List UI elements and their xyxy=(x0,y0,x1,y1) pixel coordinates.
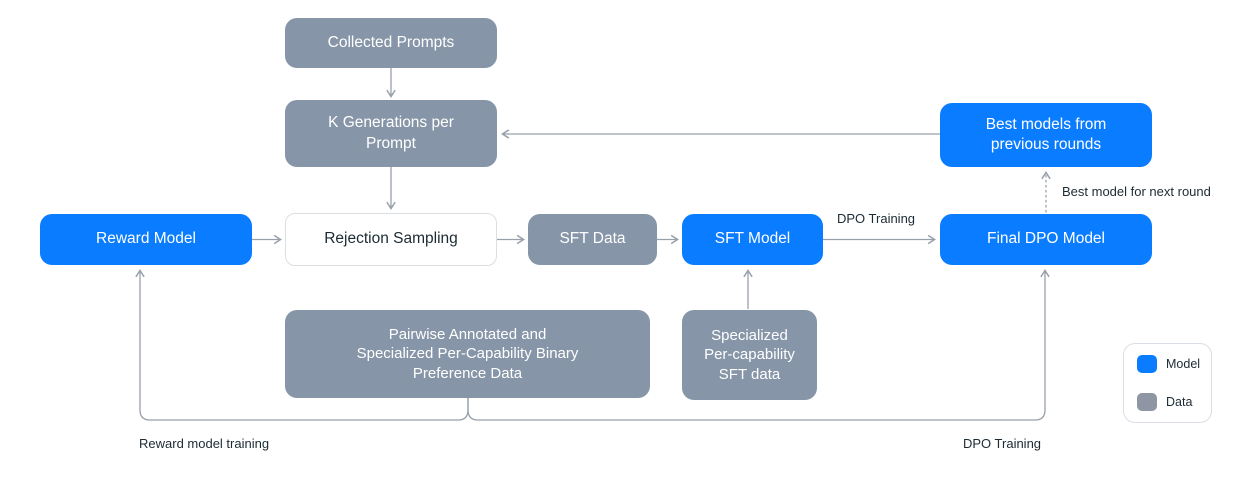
node-best-models-previous-rounds: Best models from previous rounds xyxy=(940,103,1152,167)
node-specialized-sft-data: Specialized Per-capability SFT data xyxy=(682,310,817,400)
data-color-swatch xyxy=(1137,393,1157,411)
legend-row-data: Data xyxy=(1137,393,1198,411)
legend-data-label: Data xyxy=(1166,395,1193,409)
model-color-swatch xyxy=(1137,355,1157,373)
legend-row-model: Model xyxy=(1137,355,1201,373)
node-pairwise-preference-data: Pairwise Annotated and Specialized Per-C… xyxy=(285,310,650,398)
edge-pairwise-to-finaldpo xyxy=(467,268,1050,421)
node-k-generations-per-prompt: K Generations per Prompt xyxy=(285,100,497,167)
label-reward-model-training: Reward model training xyxy=(139,436,270,451)
edge-pairwise-to-reward xyxy=(135,268,469,421)
label-dpo-training-top: DPO Training xyxy=(837,211,916,226)
label-best-model-next-round: Best model for next round xyxy=(1062,184,1211,199)
node-collected-prompts: Collected Prompts xyxy=(285,18,497,68)
legend: Model Data xyxy=(1123,343,1212,423)
node-sft-model: SFT Model xyxy=(682,214,823,265)
node-sft-data: SFT Data xyxy=(528,214,657,265)
label-dpo-training-bottom: DPO Training xyxy=(963,436,1042,451)
node-final-dpo-model: Final DPO Model xyxy=(940,214,1152,265)
node-reward-model: Reward Model xyxy=(40,214,252,265)
node-rejection-sampling: Rejection Sampling xyxy=(285,213,497,266)
legend-model-label: Model xyxy=(1166,357,1201,371)
